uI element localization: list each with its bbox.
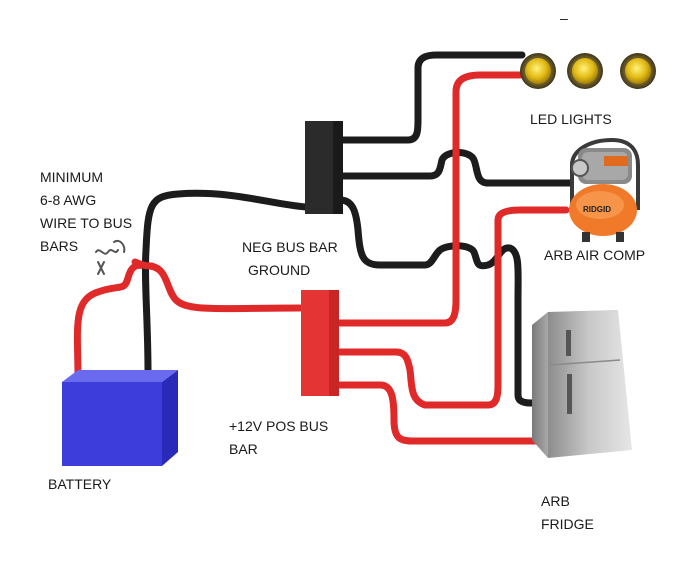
neg-bus-bar-line: NEG BUS BAR [242,239,338,255]
led-light-icon [567,53,603,89]
battery-label: BATTERY [48,476,112,492]
top-mark: – [560,10,568,26]
minimum-wire-line: BARS [40,238,79,254]
battery-negative-wire [141,189,310,376]
led-light-icon [620,53,656,89]
fridge-negative-wire [336,196,554,407]
air-compressor-icon: RIDGID [569,137,640,242]
led-positive-wire [334,71,524,327]
pos-bus-bar-label: +12V POS BUS BAR [229,415,328,461]
minimum-wire-line: WIRE TO BUS [40,215,133,231]
led-negative-wire [336,51,526,144]
pos-bus-bar-line: +12V POS BUS [229,418,329,434]
neg-bus-bar-line: GROUND [248,262,311,278]
minimum-wire-label: MINIMUM 6-8 AWG WIRE TO BUS BARS [40,166,132,258]
led-lights [520,53,656,89]
fridge-label-line: ARB [541,493,570,509]
led-lights-label: LED LIGHTS [530,111,612,127]
air-compressor-label: ARB AIR COMP [544,247,646,263]
compressor-positive-wire [334,206,570,409]
neg-bus-bar-label: NEG BUS BAR GROUND [242,236,338,282]
led-light-icon [520,53,556,89]
fridge-label-line: FRIDGE [541,516,594,532]
minimum-wire-line: 6-8 AWG [40,192,97,208]
minimum-wire-line: MINIMUM [40,169,103,185]
pointer-squiggle-icon [95,240,126,275]
battery-icon [62,370,178,466]
fridge-label: ARB FRIDGE [541,490,594,536]
fridge-icon [532,310,632,458]
battery-positive-wire [73,261,304,382]
compressor-brand-text: RIDGID [583,205,611,214]
pos-bus-bar-line: BAR [229,441,258,457]
pos-bus-bar [301,290,339,396]
neg-bus-bar [305,121,343,214]
fridge-positive-wire [334,381,552,445]
